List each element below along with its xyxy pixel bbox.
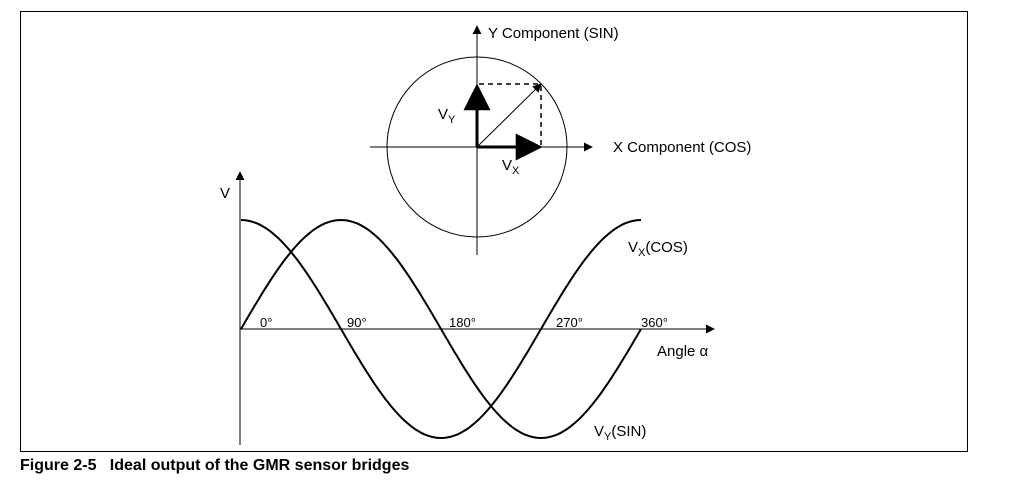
x-component-label: X Component (COS) bbox=[613, 139, 751, 156]
vy-label: VY bbox=[438, 106, 456, 126]
v-axis-label: V bbox=[220, 185, 230, 202]
sin-curve bbox=[240, 218, 642, 440]
angle-axis-label: Angle α bbox=[657, 343, 709, 360]
vx-cos-label: VX(COS) bbox=[628, 239, 688, 259]
y-component-label: Y Component (SIN) bbox=[488, 25, 619, 42]
tick-label-0: 0° bbox=[260, 315, 272, 330]
vy-sin-label: VY(SIN) bbox=[594, 423, 646, 443]
tick-label-360: 360° bbox=[641, 315, 668, 330]
figure-frame bbox=[20, 11, 968, 452]
tick-label-90: 90° bbox=[347, 315, 367, 330]
cos-curve bbox=[240, 219, 642, 440]
tick-label-180: 180° bbox=[449, 315, 476, 330]
figure-caption: Figure 2-5 Ideal output of the GMR senso… bbox=[20, 457, 410, 474]
resultant-vector bbox=[476, 83, 542, 148]
tick-label-270: 270° bbox=[556, 315, 583, 330]
vx-label: VX bbox=[502, 157, 520, 177]
